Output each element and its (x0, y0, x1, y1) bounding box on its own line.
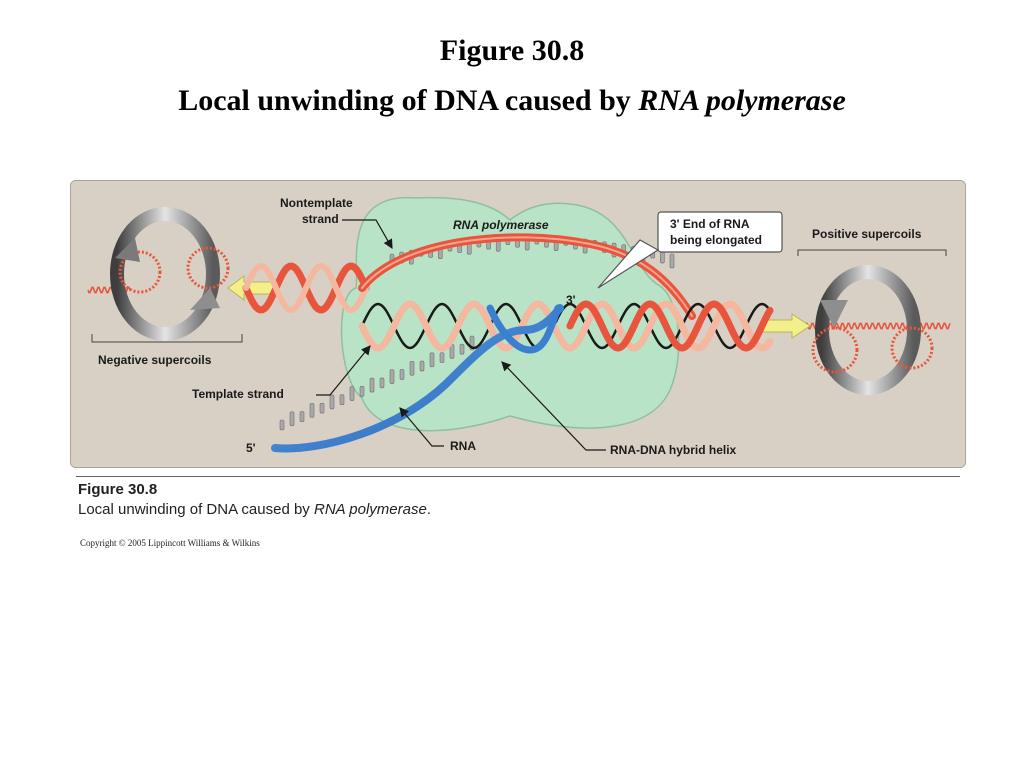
base-tooth (319, 402, 325, 414)
slide-title: Figure 30.8 (439, 34, 585, 67)
supercoil-arrow-down (820, 300, 848, 328)
diagram-canvas: Nontemplate strand RNA polymerase 3' End… (70, 180, 966, 468)
rna-leader (399, 407, 444, 447)
dna-helix-center (360, 302, 772, 350)
copyright-notice: Copyright © 2005 Lippincott Williams & W… (80, 538, 260, 548)
base-tooth (399, 369, 405, 380)
base-tooth (369, 377, 375, 393)
caption-divider (76, 476, 960, 477)
positive-supercoil (811, 265, 934, 395)
base-tooth (409, 360, 415, 376)
positive-supercoils-label: Positive supercoils (812, 227, 922, 241)
caption-title: Figure 30.8 (78, 481, 158, 498)
transcription-diagram: Nontemplate strand RNA polymerase 3' End… (70, 180, 966, 468)
right-rotation-arrow (761, 313, 811, 339)
rna-strand (271, 304, 564, 453)
hybrid-leader (501, 361, 606, 451)
base-tooth (329, 394, 335, 410)
rna-label: RNA (450, 439, 476, 453)
three-prime-label: 3' (566, 293, 576, 307)
caption-text-suffix: . (426, 501, 431, 518)
base-tooth (309, 403, 315, 418)
base-tooth (299, 411, 305, 422)
template-strand-label: Template strand (192, 387, 284, 401)
base-tooth (379, 377, 385, 389)
base-tooth (339, 394, 345, 406)
nontemplate-label: Nontemplate (280, 196, 353, 210)
supercoil-arrow-up (190, 288, 220, 310)
slide-subtitle: Local unwinding of DNA caused by RNA pol… (0, 84, 1024, 118)
base-tooth (279, 419, 285, 431)
negative-supercoil (110, 207, 230, 341)
supercoil-arrow-down (115, 238, 140, 262)
negative-supercoils-bracket (91, 334, 243, 343)
five-prime-label: 5' (246, 441, 256, 455)
base-tooth (349, 386, 355, 401)
rna-dna-hybrid-label: RNA-DNA hybrid helix (610, 443, 737, 457)
rna-polymerase-label: RNA polymerase (453, 218, 549, 232)
base-tooth (429, 352, 435, 368)
caption-text-prefix: Local unwinding of DNA caused by (78, 501, 314, 518)
base-tooth (669, 253, 675, 269)
base-tooth (459, 343, 465, 355)
base-tooth (359, 386, 365, 397)
base-tooth (389, 369, 395, 384)
subtitle-text: Local unwinding of DNA caused by (178, 84, 639, 117)
nontemplate-leader (342, 219, 393, 250)
caption-text: Local unwinding of DNA caused by RNA pol… (78, 501, 431, 518)
template-leader (316, 345, 371, 396)
rna-dna-hybrid-strand (486, 304, 562, 354)
nontemplate-label-2: strand (302, 212, 339, 226)
base-tooth (419, 360, 425, 372)
caption-emphasis: RNA polymerase (313, 501, 427, 518)
rna-polymerase-enzyme (340, 196, 680, 432)
dna-helix-center-red (566, 300, 774, 352)
end-of-rna-label: 3' End of RNA (670, 217, 750, 231)
base-tooth (289, 411, 295, 427)
end-of-rna-callout (597, 211, 783, 289)
base-tooth (439, 352, 445, 363)
subtitle-emphasis: RNA polymerase (638, 84, 846, 117)
positive-supercoils-bracket (797, 249, 947, 256)
dna-helix-left-back (243, 263, 369, 313)
base-tooth (660, 251, 665, 264)
end-of-rna-label-2: being elongated (670, 233, 762, 247)
dna-helix-center-light (358, 300, 774, 352)
negative-supercoils-label: Negative supercoils (98, 353, 212, 367)
